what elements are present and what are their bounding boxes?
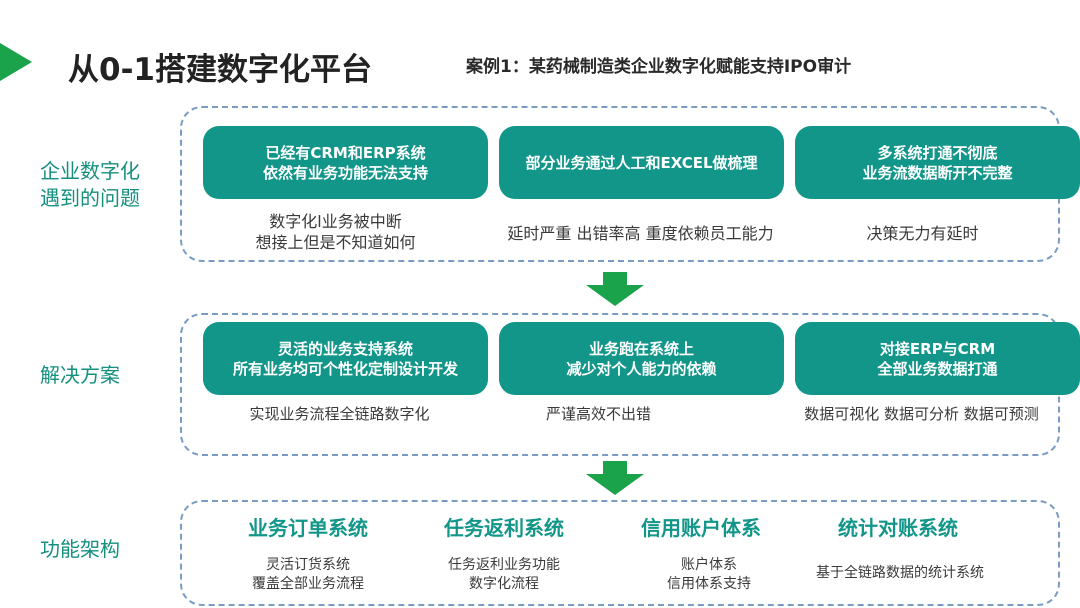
- desc-line: 基于全链路数据的统计系统: [816, 565, 984, 581]
- problem-card: 多系统打通不彻底 业务流数据断开不完整: [795, 126, 1080, 199]
- card-line: 依然有业务功能无法支持: [262, 163, 428, 182]
- module-title: 信用账户体系: [641, 516, 761, 540]
- solution-card: 业务跑在系统上 减少对个人能力的依赖: [499, 322, 784, 395]
- label-line: 企业数字化: [40, 159, 140, 183]
- arrow-down-icon: [586, 461, 644, 495]
- triangle-right-icon: [0, 43, 32, 81]
- solution-note: 严谨高效不出错: [456, 404, 741, 424]
- module-title: 任务返利系统: [444, 516, 564, 540]
- note-line: 决策无力有延时: [866, 224, 979, 243]
- card-line: 减少对个人能力的依赖: [566, 359, 717, 378]
- note-line: 严谨高效不出错: [545, 405, 651, 423]
- card-line: 业务流数据断开不完整: [862, 163, 1013, 182]
- card-line: 多系统打通不彻底: [877, 143, 998, 162]
- note-line: 延时严重 出错率高 重度依赖员工能力: [507, 224, 774, 243]
- solution-note: 数据可视化 数据可分析 数据可预测: [779, 404, 1064, 424]
- card-line: 对接ERP与CRM: [879, 339, 996, 358]
- problem-card: 已经有CRM和ERP系统 依然有业务功能无法支持: [203, 126, 488, 199]
- section-label-architecture: 功能架构: [40, 536, 120, 563]
- solution-card: 对接ERP与CRM 全部业务数据打通: [795, 322, 1080, 395]
- card-line: 全部业务数据打通: [877, 359, 998, 378]
- section-label-solutions: 解决方案: [40, 362, 120, 389]
- section-label-problems: 企业数字化 遇到的问题: [40, 158, 140, 212]
- desc-line: 信用体系支持: [667, 576, 751, 592]
- card-line: 所有业务均可个性化定制设计开发: [232, 359, 458, 378]
- desc-line: 任务返利业务功能: [448, 557, 560, 573]
- module-desc: 基于全链路数据的统计系统: [790, 564, 1010, 583]
- card-line: 灵活的业务支持系统: [277, 339, 413, 358]
- note-line: 想接上但是不知道如何: [255, 233, 416, 252]
- desc-line: 灵活订货系统: [266, 557, 350, 573]
- page-title: 从0-1搭建数字化平台: [68, 52, 373, 88]
- note-line: 实现业务流程全链路数字化: [249, 405, 430, 423]
- module-title: 统计对账系统: [838, 516, 958, 540]
- arrow-down-icon: [586, 272, 644, 306]
- card-line: 部分业务通过人工和EXCEL做梳理: [525, 153, 758, 172]
- desc-line: 数字化流程: [469, 576, 539, 592]
- solution-note: 实现业务流程全链路数字化: [197, 404, 482, 424]
- module-desc: 灵活订货系统 覆盖全部业务流程: [198, 556, 418, 594]
- problem-note: 延时严重 出错率高 重度依赖员工能力: [498, 224, 783, 244]
- label-line: 遇到的问题: [40, 186, 140, 210]
- desc-line: 覆盖全部业务流程: [252, 576, 364, 592]
- architecture-box: [180, 500, 1060, 606]
- note-line: 数字化l业务被中断: [269, 212, 402, 231]
- label-line: 解决方案: [40, 363, 120, 387]
- module-desc: 任务返利业务功能 数字化流程: [394, 556, 614, 594]
- note-line: 数据可视化 数据可分析 数据可预测: [804, 405, 1039, 423]
- case-title: 案例1：某药械制造类企业数字化赋能支持IPO审计: [466, 57, 852, 77]
- label-line: 功能架构: [40, 537, 120, 561]
- card-line: 已经有CRM和ERP系统: [265, 143, 426, 162]
- card-line: 业务跑在系统上: [588, 339, 694, 358]
- solution-card: 灵活的业务支持系统 所有业务均可个性化定制设计开发: [203, 322, 488, 395]
- module-desc: 账户体系 信用体系支持: [599, 556, 819, 594]
- problem-note: 决策无力有延时: [780, 224, 1065, 244]
- problem-note: 数字化l业务被中断 想接上但是不知道如何: [193, 211, 478, 253]
- module-title: 业务订单系统: [248, 516, 368, 540]
- problem-card: 部分业务通过人工和EXCEL做梳理: [499, 126, 784, 199]
- desc-line: 账户体系: [681, 557, 737, 573]
